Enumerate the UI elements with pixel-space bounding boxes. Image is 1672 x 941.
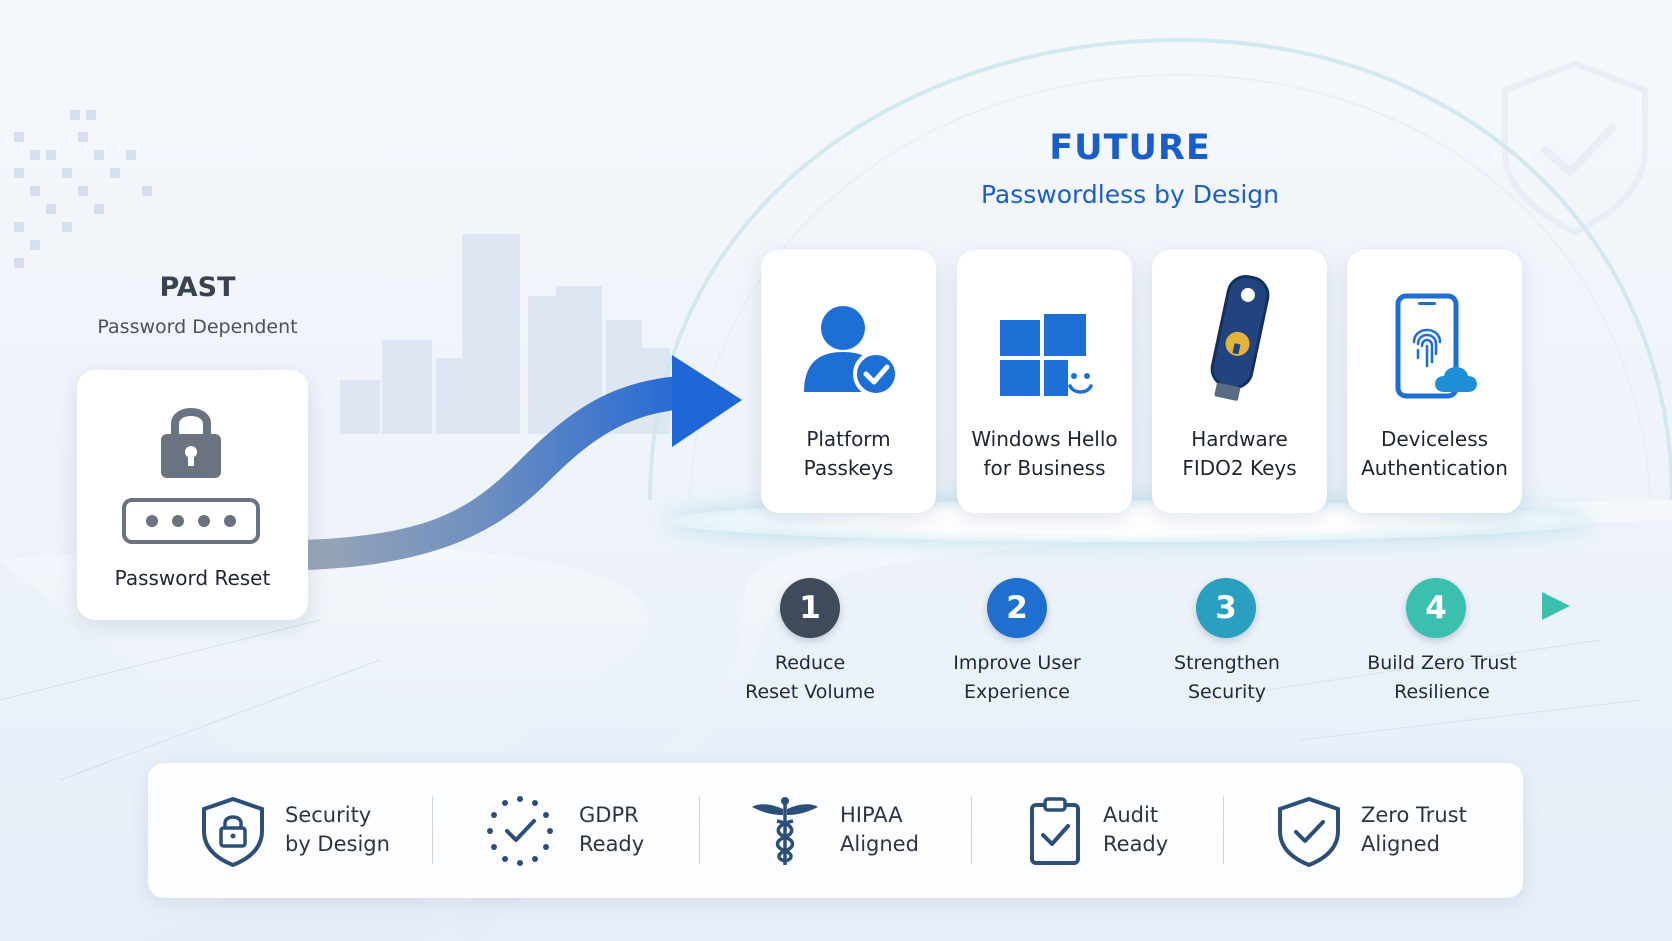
pixel-pattern: [14, 110, 152, 268]
compliance-5-line1: Zero Trust: [1361, 803, 1467, 827]
windows-smile-icon: [1000, 314, 1093, 396]
compliance-3-line1: HIPAA: [840, 803, 903, 827]
future-title: FUTURE: [1049, 128, 1211, 168]
step-4-label-line1: Build Zero Trust: [1367, 652, 1517, 674]
method-label-line1: Deviceless: [1380, 427, 1489, 451]
padlock-icon: [161, 408, 221, 478]
step-1-circle: 1: [780, 578, 840, 638]
compliance-2-line1: GDPR: [579, 803, 639, 827]
past-title: PAST: [159, 272, 236, 303]
method-label-line1: Hardware: [1191, 427, 1288, 451]
method-label-line1: Windows Hello: [971, 427, 1118, 451]
security-key-icon: [1210, 275, 1270, 401]
transition-arrow: [305, 355, 742, 570]
city-skyline: [340, 234, 670, 434]
shield-check-icon: [1278, 796, 1340, 867]
compliance-4-line2: Ready: [1103, 832, 1169, 856]
method-label-line2: Authentication: [1361, 456, 1508, 480]
method-label-line2: FIDO2 Keys: [1182, 456, 1297, 480]
compliance-4-line1: Audit: [1103, 803, 1159, 827]
step-3-circle: 3: [1196, 578, 1256, 638]
step-3-label-line2: Security: [1187, 681, 1267, 703]
compliance-1-line1: Security: [285, 803, 372, 827]
password-reset-label: Password Reset: [114, 566, 271, 590]
step-3-label-line1: Strengthen: [1174, 652, 1280, 674]
compliance-divider: [971, 796, 972, 864]
compliance-5-line2: Aligned: [1361, 832, 1440, 856]
shield-lock-icon: [202, 796, 264, 867]
step-1-label-line1: Reduce: [774, 652, 846, 674]
method-card-platform-passkeys: Platform Passkeys: [761, 250, 936, 513]
method-card-deviceless-auth: Deviceless Authentication: [1347, 250, 1522, 513]
caduceus-icon: [752, 797, 818, 865]
faint-shield-icon: [1502, 60, 1648, 236]
method-label-line2: Passkeys: [803, 456, 894, 480]
step-4-label-line2: Resilience: [1394, 681, 1490, 703]
eu-stars-check-icon: [487, 796, 553, 866]
future-subtitle: Passwordless by Design: [980, 180, 1280, 209]
step-1-label-line2: Reset Volume: [745, 681, 875, 703]
step-2-circle: 2: [987, 578, 1047, 638]
phone-fingerprint-cloud-icon: [1395, 293, 1477, 399]
step-2-label-line1: Improve User: [953, 652, 1081, 674]
compliance-1-line2: by Design: [285, 832, 390, 856]
method-label-line1: Platform: [806, 427, 891, 451]
compliance-3-line2: Aligned: [840, 832, 919, 856]
method-card-fido2-keys: Hardware FIDO2 Keys: [1152, 250, 1327, 513]
compliance-divider: [1223, 796, 1224, 864]
method-card-windows-hello: Windows Hello for Business: [957, 250, 1132, 513]
password-reset-card: Password Reset: [77, 370, 308, 620]
user-check-icon: [804, 306, 898, 397]
past-subtitle: Password Dependent: [97, 316, 298, 338]
step-2-label-line2: Experience: [964, 681, 1070, 703]
method-label-line2: for Business: [983, 456, 1106, 480]
compliance-bar: [148, 763, 1523, 898]
compliance-divider: [699, 796, 700, 864]
clipboard-check-icon: [1030, 797, 1080, 865]
password-dots-icon: [122, 498, 260, 544]
step-4-circle: 4: [1406, 578, 1466, 638]
compliance-2-line2: Ready: [579, 832, 645, 856]
compliance-divider: [432, 796, 433, 864]
timeline-end-arrow: [1542, 592, 1570, 620]
